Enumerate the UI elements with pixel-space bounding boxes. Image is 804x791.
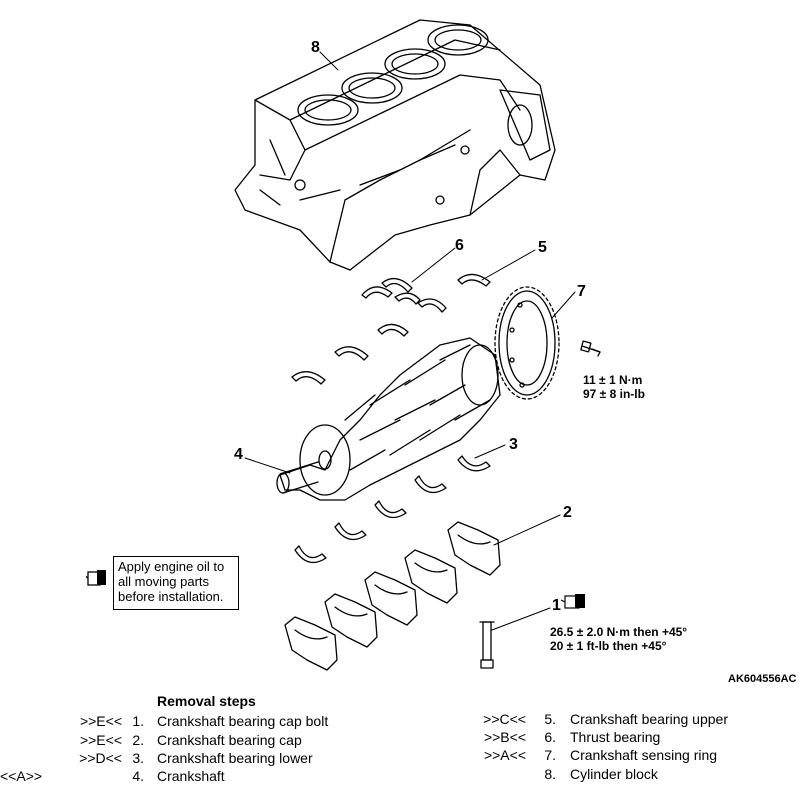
step-ref: >>B<< [483, 729, 526, 745]
step-text: Thrust bearing [570, 729, 661, 745]
callout-6: 6 [455, 237, 464, 254]
callout-8: 8 [311, 39, 320, 56]
sensing-ring [494, 286, 560, 400]
bearing-caps [284, 521, 501, 671]
note-line-3: before installation. [118, 589, 224, 604]
cap-bolt-torque-metric: 26.5 ± 2.0 N·m then +45° [550, 625, 687, 639]
engine-oil-note: Apply engine oil to all moving parts bef… [113, 556, 239, 610]
step-ref: >>E<< [79, 732, 122, 748]
step-num: 3. [132, 750, 144, 766]
sensing-ring-bolt [580, 340, 601, 357]
exploded-view-diagram: 8 6 5 7 4 3 2 1 11 ± 1 N·m 97 ± 8 in-lb … [234, 19, 687, 671]
cylinder-block [234, 19, 556, 271]
ring-bolt-torque-metric: 11 ± 1 N·m [583, 373, 642, 387]
step-num: 5. [544, 711, 556, 727]
step-text: Cylinder block [570, 766, 658, 782]
step-text: Crankshaft sensing ring [570, 747, 718, 763]
step-text: Crankshaft bearing upper [570, 711, 728, 727]
cap-bolt-torque-imperial: 20 ± 1 ft-lb then +45° [550, 639, 667, 653]
step-ref: >>D<< [79, 750, 122, 766]
callout-5: 5 [538, 239, 547, 256]
step-num: 4. [132, 768, 144, 784]
callout-2: 2 [563, 504, 572, 521]
step-ref: >>C<< [483, 711, 526, 727]
step-num: 6. [544, 729, 556, 745]
step-num: 8. [544, 766, 556, 782]
callout-1: 1 [552, 597, 561, 614]
note-line-2: all moving parts [118, 574, 210, 589]
step-text: Crankshaft bearing lower [157, 750, 313, 766]
step-text: Crankshaft bearing cap [157, 732, 302, 748]
note-line-1: Apply engine oil to [118, 559, 225, 574]
crankshaft [276, 337, 501, 501]
figure-code: AK604556AC [728, 673, 797, 685]
callout-4: 4 [234, 446, 243, 463]
lower-bearings [294, 455, 491, 564]
thrust-bearings [361, 277, 447, 313]
leader-lines [244, 51, 576, 631]
step-num: 7. [544, 747, 556, 763]
oil-can-icon [86, 570, 106, 586]
cap-bolt [479, 621, 495, 669]
removal-steps-title: Removal steps [157, 693, 256, 709]
step-num: 1. [132, 713, 144, 729]
upper-bearings [291, 273, 491, 385]
step-ref: >>A<< [483, 747, 526, 763]
step-num: 2. [132, 732, 144, 748]
oil-can-icon [560, 594, 585, 609]
callout-7: 7 [577, 283, 586, 300]
step-text: Crankshaft [157, 768, 225, 784]
step-ref: >>E<< [79, 713, 122, 729]
ring-bolt-torque-imperial: 97 ± 8 in-lb [583, 387, 645, 401]
callout-3: 3 [509, 436, 518, 453]
step-text: Crankshaft bearing cap bolt [157, 713, 329, 729]
step-ref: <<A>> [0, 768, 43, 784]
